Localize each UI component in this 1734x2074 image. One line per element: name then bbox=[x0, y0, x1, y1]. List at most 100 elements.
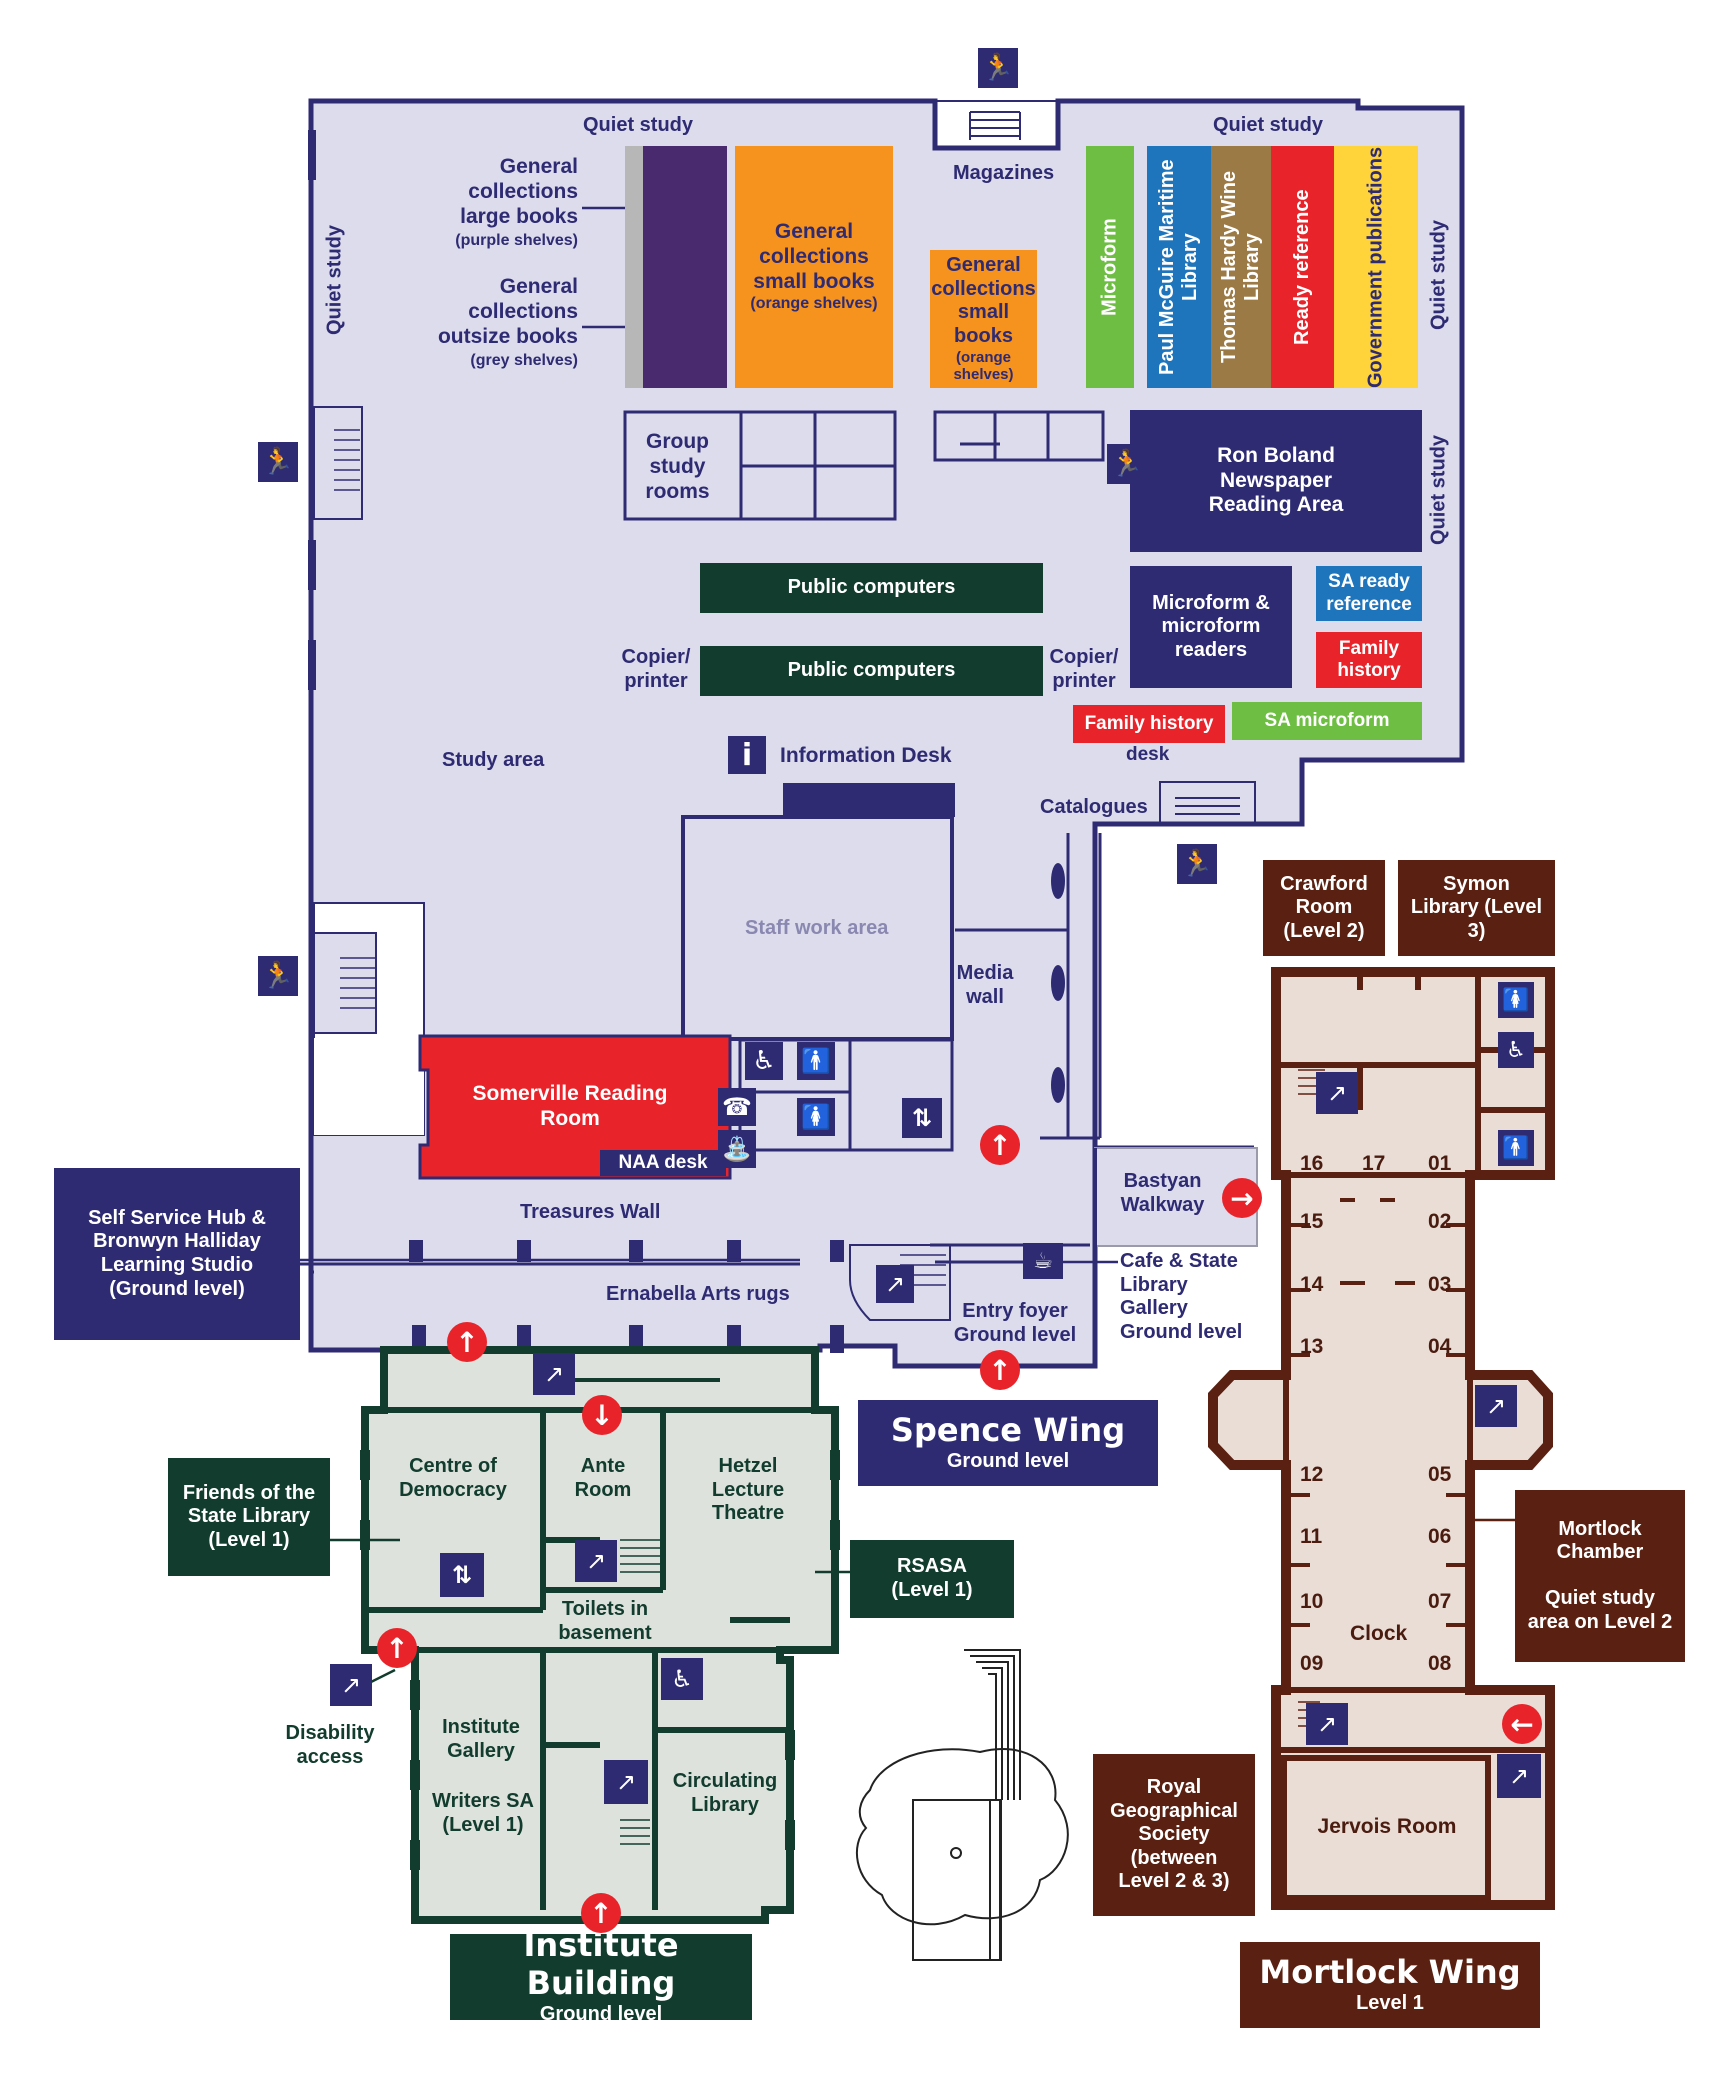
bay-number: 12 bbox=[1300, 1463, 1324, 1486]
clock-label: Clock bbox=[1350, 1622, 1408, 1645]
general-collections-small-label: General collections small books bbox=[931, 254, 1036, 347]
bay-number: 10 bbox=[1300, 1590, 1324, 1613]
bay-number: 07 bbox=[1428, 1590, 1452, 1613]
toilets-in-basement-label: Toilets in basement bbox=[558, 1598, 652, 1644]
wheelchair-icon: ♿ bbox=[1498, 1032, 1534, 1068]
entry-foyer-label: Entry foyer Ground level bbox=[953, 1300, 1077, 1346]
stairs-icon: ↗ bbox=[575, 1540, 617, 1582]
general-collections-large-label: General collections large books bbox=[460, 155, 578, 228]
wine-library-shelf: Thomas Hardy Wine Library bbox=[1211, 146, 1271, 388]
stairs-icon: ↗ bbox=[876, 1265, 914, 1303]
copier-printer-label: Copier/ printer bbox=[1049, 646, 1119, 692]
maritime-library-shelf: Paul McGuire Maritime Library bbox=[1147, 146, 1211, 388]
orange-shelves-2: General collections small books (orange … bbox=[930, 250, 1037, 388]
cafe-icon: ☕ bbox=[1023, 1243, 1063, 1279]
lift-icon: ⇅ bbox=[902, 1098, 942, 1138]
symon-library-box: Symon Library (Level 3) bbox=[1398, 860, 1555, 956]
emergency-exit-icon: 🏃 bbox=[978, 48, 1018, 88]
stairs-icon: ↗ bbox=[1497, 1754, 1541, 1798]
stairs-icon: ↗ bbox=[330, 1664, 372, 1706]
copier-printer-label: Copier/ printer bbox=[621, 646, 691, 692]
female-toilet-icon: 🚺 bbox=[1498, 982, 1534, 1018]
grey-shelves-note: (grey shelves) bbox=[470, 352, 578, 369]
bay-17: 17 bbox=[1362, 1152, 1386, 1175]
microform-readers: Microform & microform readers bbox=[1130, 566, 1292, 688]
information-icon: i bbox=[728, 736, 766, 774]
bastyan-walkway-label: Bastyan Walkway bbox=[1120, 1170, 1205, 1216]
entrance-arrow-icon: ↑ bbox=[980, 1125, 1020, 1165]
information-desk-label: Information Desk bbox=[780, 744, 952, 767]
self-service-hub-box: Self Service Hub & Bronwyn Halliday Lear… bbox=[54, 1168, 300, 1340]
staff-work-area-label: Staff work area bbox=[745, 917, 889, 939]
bay-number: 13 bbox=[1300, 1335, 1324, 1358]
phone-icon: ☎ bbox=[718, 1088, 756, 1126]
spence-wing-title-box: Spence Wing Ground level bbox=[858, 1400, 1158, 1486]
quiet-study-label: Quiet study bbox=[323, 225, 346, 336]
media-wall-label: Media wall bbox=[956, 962, 1014, 1008]
institute-gallery-label: Institute Gallery bbox=[442, 1716, 520, 1762]
newspaper-reading-area: Ron Boland Newspaper Reading Area bbox=[1130, 410, 1422, 552]
writers-sa-label: Writers SA (Level 1) bbox=[432, 1790, 534, 1836]
mortlock-wing-title-box: Mortlock Wing Level 1 bbox=[1240, 1942, 1540, 2028]
emergency-exit-icon: 🏃 bbox=[258, 956, 298, 996]
entrance-arrow-icon: ← bbox=[1502, 1704, 1542, 1744]
male-toilet-icon: 🚹 bbox=[1498, 1130, 1534, 1166]
naa-desk: NAA desk bbox=[600, 1150, 726, 1176]
bay-number: 08 bbox=[1428, 1652, 1452, 1675]
orange-shelves-note: (orange shelves) bbox=[750, 294, 878, 312]
treasures-wall-label: Treasures Wall bbox=[520, 1201, 661, 1223]
stairs-icon: ↗ bbox=[1306, 1703, 1348, 1745]
orange-shelves-note: (orange shelves) bbox=[953, 348, 1014, 384]
drinking-fountain-icon: ⛲ bbox=[718, 1130, 756, 1168]
institute-building-subtitle: Ground level bbox=[539, 2002, 663, 2025]
general-collections-outsize-label: General collections outsize books bbox=[437, 275, 578, 348]
stairs-icon: ↗ bbox=[1475, 1385, 1517, 1427]
rsasa-box: RSASA (Level 1) bbox=[850, 1540, 1014, 1618]
quiet-study-label: Quiet study bbox=[1427, 435, 1450, 546]
entrance-arrow-icon: ↑ bbox=[581, 1893, 621, 1933]
male-toilet-icon: 🚹 bbox=[797, 1042, 835, 1080]
family-history-desk: Family history bbox=[1073, 705, 1225, 743]
spence-wing-title: Spence Wing bbox=[890, 1411, 1126, 1450]
stairs-icon: ↗ bbox=[604, 1760, 648, 1804]
entrance-arrow-icon: ↑ bbox=[447, 1322, 487, 1362]
centre-of-democracy-label: Centre of Democracy bbox=[399, 1455, 507, 1501]
bay-number: 14 bbox=[1300, 1273, 1324, 1296]
bay-number: 16 bbox=[1300, 1152, 1324, 1175]
mortlock-chamber-label: Mortlock Chamber bbox=[1556, 1517, 1644, 1564]
crawford-room-box: Crawford Room (Level 2) bbox=[1263, 860, 1385, 956]
institute-building-title-box: Institute Building Ground level bbox=[450, 1927, 752, 2025]
quiet-study-label: Quiet study bbox=[1213, 114, 1324, 136]
quiet-study-label: Quiet study bbox=[583, 114, 694, 136]
purple-shelves bbox=[643, 146, 727, 388]
sa-ready-reference: SA ready reference bbox=[1316, 566, 1422, 621]
bay-number: 04 bbox=[1428, 1335, 1452, 1358]
government-publications-shelf: Government publications bbox=[1334, 146, 1418, 388]
bay-number: 11 bbox=[1300, 1525, 1323, 1548]
entrance-arrow-icon: ↑ bbox=[980, 1350, 1020, 1390]
bay-number: 02 bbox=[1428, 1210, 1452, 1233]
desk-label: desk bbox=[1126, 744, 1170, 765]
bay-number: 03 bbox=[1428, 1273, 1452, 1296]
stairs-icon: ↗ bbox=[1316, 1072, 1358, 1114]
lift-icon: ⇅ bbox=[440, 1553, 484, 1597]
entrance-arrow-icon: ↑ bbox=[377, 1628, 417, 1668]
group-study-rooms-label: Group study rooms bbox=[645, 430, 710, 503]
bay-number: 09 bbox=[1300, 1652, 1324, 1675]
bay-number: 06 bbox=[1428, 1525, 1452, 1548]
sa-microform: SA microform bbox=[1232, 702, 1422, 740]
magazines-label: Magazines bbox=[953, 162, 1055, 184]
wheelchair-icon: ♿ bbox=[745, 1042, 783, 1080]
institute-building-title: Institute Building bbox=[523, 1926, 679, 2003]
emergency-exit-icon: 🏃 bbox=[1107, 444, 1147, 484]
mortlock-wing-title: Mortlock Wing bbox=[1259, 1953, 1521, 1992]
general-collections-small-label: General collections small books bbox=[753, 220, 875, 293]
orange-shelves-1: General collections small books (orange … bbox=[735, 146, 893, 388]
female-toilet-icon: 🚺 bbox=[797, 1098, 835, 1136]
bay-number: 15 bbox=[1300, 1210, 1324, 1233]
entrance-arrow-icon: → bbox=[1222, 1178, 1262, 1218]
public-computers: Public computers bbox=[700, 646, 1043, 696]
family-history: Family history bbox=[1316, 632, 1422, 688]
mortlock-wing-subtitle: Level 1 bbox=[1356, 1992, 1424, 2015]
institute-building-outline bbox=[361, 1346, 839, 1924]
